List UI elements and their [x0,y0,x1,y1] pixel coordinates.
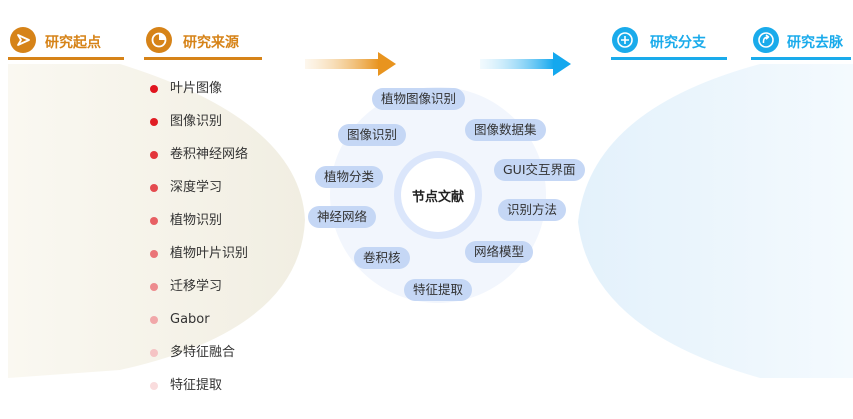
bullet-dot-icon [150,283,158,291]
source-list-label: 卷积神经网络 [170,147,249,162]
bullet-dot-icon [150,118,158,126]
keyword-pill[interactable]: GUI交互界面 [494,159,585,181]
source-list-label: 特征提取 [170,378,223,393]
center-node-label: 节点文献 [401,158,475,232]
destination-underline [751,57,851,60]
source-list-item[interactable]: Gabor [150,311,248,344]
flow-arrow-orange [305,52,396,76]
source-list-item[interactable]: 卷积神经网络 [150,146,248,179]
source-list: 叶片图像图像识别卷积神经网络深度学习植物识别植物叶片识别迁移学习 Gabor 多特征… [150,80,248,410]
keyword-pill[interactable]: 特征提取 [404,279,473,301]
branch-underline [611,57,727,60]
keyword-pill[interactable]: 卷积核 [354,247,410,269]
keyword-pill[interactable]: 识别方法 [498,199,567,221]
bullet-dot-icon [150,349,158,357]
source-list-label: 多特征融合 [170,345,236,360]
keyword-pill[interactable]: 图像识别 [338,124,407,146]
bullet-dot-icon [150,85,158,93]
bullet-dot-icon [150,217,158,225]
keyword-pill[interactable]: 神经网络 [308,206,377,228]
destination-area [578,64,853,378]
source-list-item[interactable]: 植物识别 [150,212,248,245]
flow-arrow-blue [480,52,571,76]
source-list-label: 图像识别 [170,114,223,129]
source-list-item[interactable]: 多特征融合 [150,344,248,377]
source-title: 研究来源 [183,35,239,51]
source-list-item[interactable]: 图像识别 [150,113,248,146]
source-list-label: 植物叶片识别 [170,246,249,261]
keyword-pill[interactable]: 网络模型 [465,241,534,263]
source-list-label: 迁移学习 [170,279,223,294]
bullet-dot-icon [150,382,158,390]
bullet-dot-icon [150,184,158,192]
keyword-pill[interactable]: 植物分类 [315,166,384,188]
origin-underline [8,57,124,60]
origin-title: 研究起点 [45,35,101,51]
pie-chart-icon [146,27,172,53]
play-arrow-icon [10,27,36,53]
source-list-label: 深度学习 [170,180,223,195]
source-list-label: 植物识别 [170,213,223,228]
source-list-item[interactable]: 植物叶片识别 [150,245,248,278]
source-list-label: 叶片图像 [170,81,223,96]
keyword-pill[interactable]: 植物图像识别 [372,88,466,110]
source-list-item[interactable]: 迁移学习 [150,278,248,311]
bullet-dot-icon [150,316,158,324]
source-list-label: Gabor [170,312,210,327]
redo-arrow-icon [753,27,779,53]
source-underline [144,57,262,60]
center-node[interactable]: 节点文献 [394,151,482,239]
source-list-item[interactable]: 特征提取 [150,377,248,410]
bullet-dot-icon [150,250,158,258]
source-list-item[interactable]: 叶片图像 [150,80,248,113]
keyword-pill[interactable]: 图像数据集 [465,119,546,141]
source-list-item[interactable]: 深度学习 [150,179,248,212]
plus-circle-icon [612,27,638,53]
bullet-dot-icon [150,151,158,159]
branch-title: 研究分支 [650,35,706,51]
destination-title: 研究去脉 [787,35,843,51]
